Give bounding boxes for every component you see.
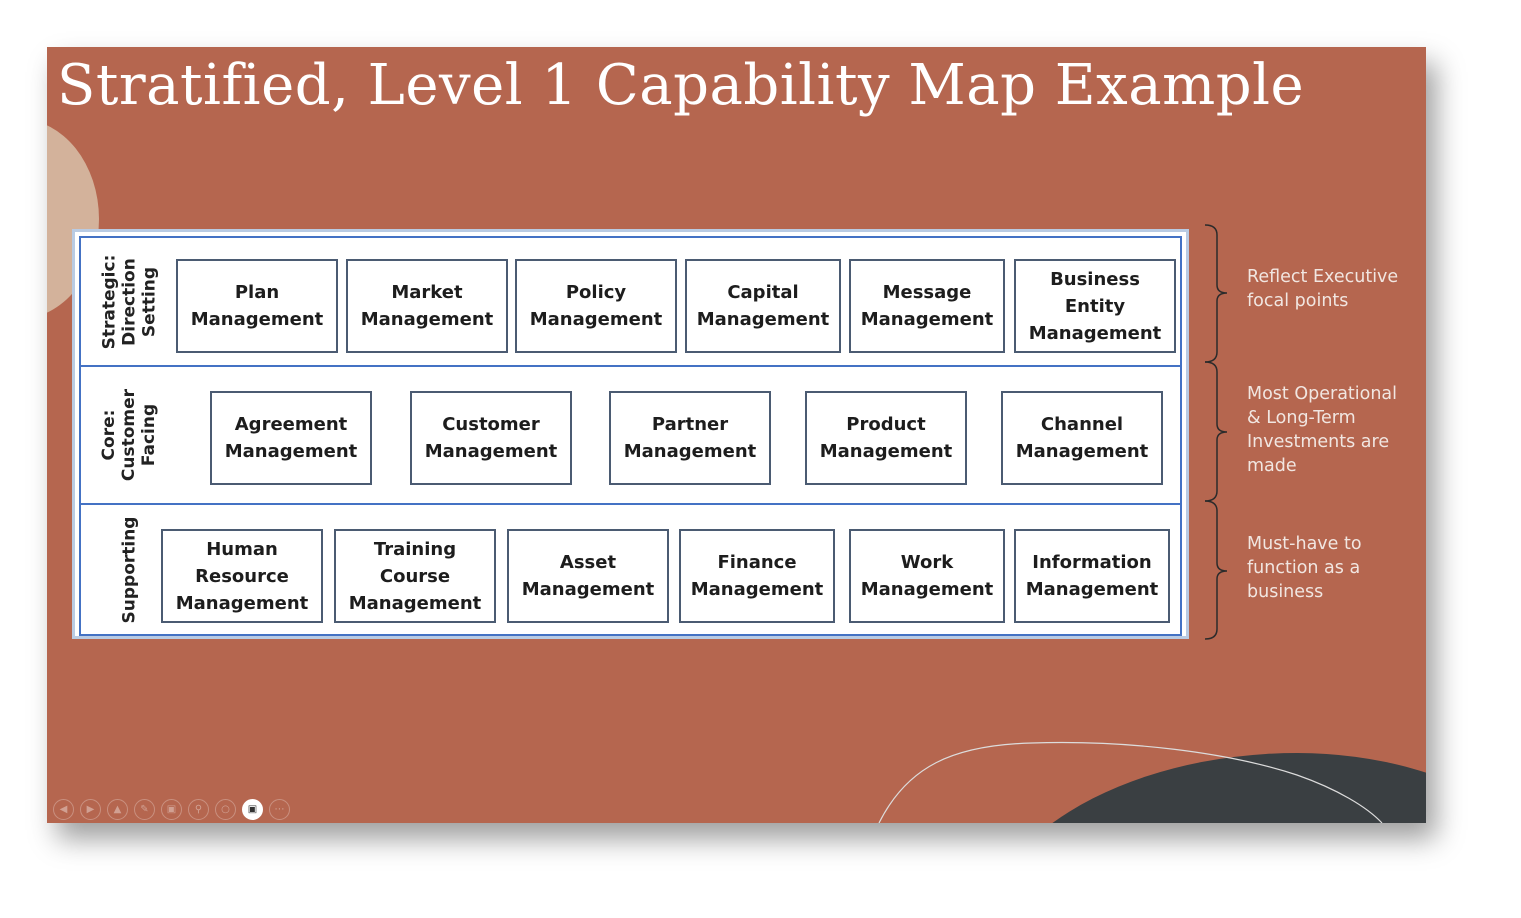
capability-box: Market Management (346, 259, 508, 353)
capability-box: Business Entity Management (1014, 259, 1176, 353)
up-icon[interactable]: ▲ (107, 799, 128, 820)
capability-box: Product Management (805, 391, 967, 485)
capability-box: Customer Management (410, 391, 572, 485)
capability-box: Channel Management (1001, 391, 1163, 485)
capability-box: Capital Management (685, 259, 841, 353)
capability-box: Human Resource Management (161, 529, 323, 623)
capability-box: Information Management (1014, 529, 1170, 623)
bracket-core (1204, 361, 1228, 502)
capability-box: Message Management (849, 259, 1005, 353)
presentation-toolbar: ◀ ▶ ▲ ✎ ▣ ⚲ ○ ▣ ⋯ (53, 799, 290, 821)
capability-box: Policy Management (515, 259, 677, 353)
tier-supporting: Supporting Human Resource Management Tra… (79, 503, 1182, 636)
annotation-strategic: Reflect Executive focal points (1247, 267, 1399, 311)
capability-box: Agreement Management (210, 391, 372, 485)
slide-title: Stratified, Level 1 Capability Map Examp… (57, 53, 1305, 118)
blank-icon[interactable]: ○ (215, 799, 236, 820)
zoom-icon[interactable]: ⚲ (188, 799, 209, 820)
capability-box: Training Course Management (334, 529, 496, 623)
slide: Stratified, Level 1 Capability Map Examp… (47, 47, 1426, 823)
camera-icon[interactable]: ▣ (242, 799, 263, 820)
capability-box: Work Management (849, 529, 1005, 623)
next-icon[interactable]: ▶ (80, 799, 101, 820)
pen-icon[interactable]: ✎ (134, 799, 155, 820)
capability-box: Partner Management (609, 391, 771, 485)
more-icon[interactable]: ⋯ (269, 799, 290, 820)
bracket-strategic (1204, 224, 1228, 363)
annotation-supporting: Must-have to function as a business (1247, 534, 1362, 602)
capability-box: Finance Management (679, 529, 835, 623)
previous-icon[interactable]: ◀ (53, 799, 74, 820)
capability-box: Plan Management (176, 259, 338, 353)
annotation-core: Most Operational & Long-Term Investments… (1247, 384, 1398, 476)
bracket-supporting (1204, 500, 1228, 640)
tier-strategic: Strategic: Direction Setting Plan Manage… (79, 236, 1182, 367)
capability-box: Asset Management (507, 529, 669, 623)
tier-brackets (1204, 224, 1228, 640)
decorative-curve (878, 741, 1383, 823)
save-icon[interactable]: ▣ (161, 799, 182, 820)
capability-map: Strategic: Direction Setting Plan Manage… (72, 229, 1189, 639)
